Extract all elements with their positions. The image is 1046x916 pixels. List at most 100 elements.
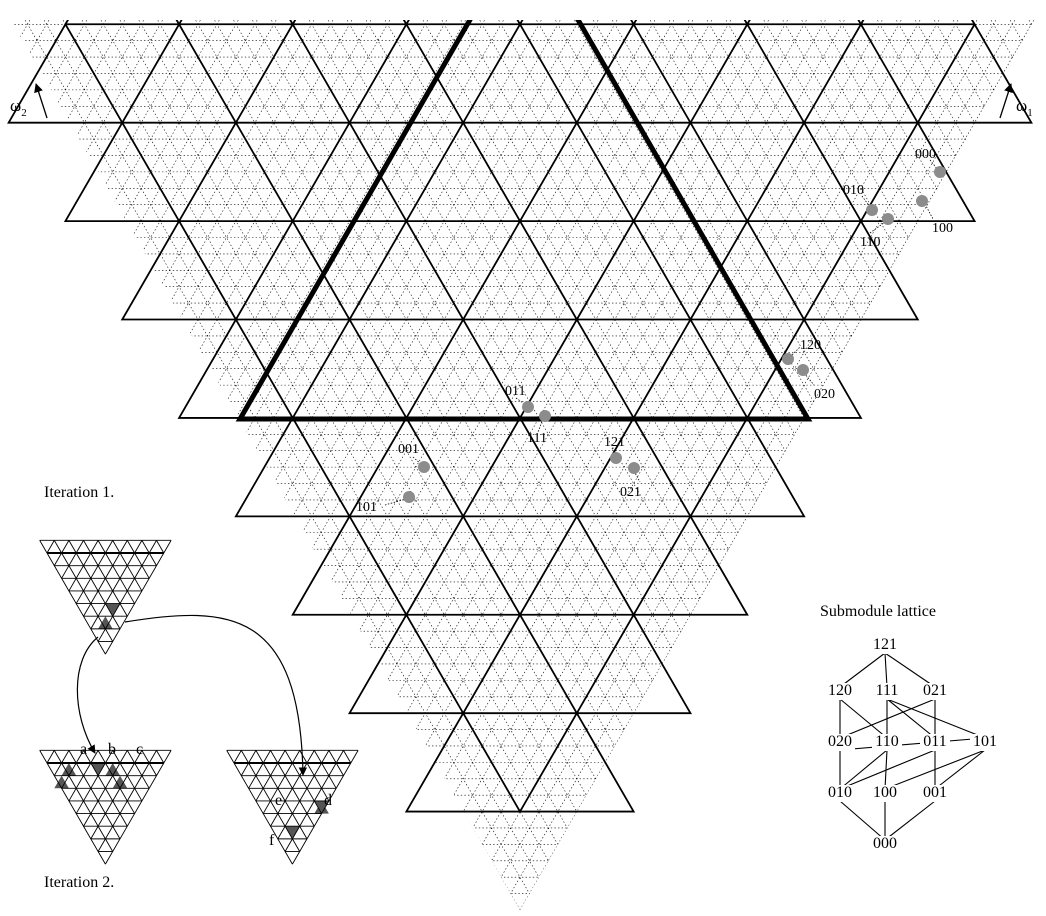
axis-omega1: ω1 [999, 83, 1033, 119]
fine-grid-line [291, 18, 824, 910]
fine-grid-line [10, 18, 105, 910]
mini-triangle [39, 539, 172, 655]
lattice-edge-111-101 [886, 698, 986, 739]
mini-grid-line [134, 750, 143, 764]
fine-grid-line [878, 18, 1036, 910]
coarse-triangle [916, 22, 1033, 124]
letter-b: b [108, 741, 116, 758]
mini-grid-line [90, 552, 135, 630]
weight-dot-110 [882, 213, 894, 225]
fine-grid-line [368, 18, 900, 910]
mini-grid-line [233, 750, 242, 764]
fine-grid-line [1031, 18, 1036, 910]
fine-grid-line [519, 18, 1036, 910]
mini-grid-line [248, 750, 257, 764]
fine-grid-line [197, 18, 730, 910]
fine-grid-line [10, 18, 29, 910]
mini-grid-line [119, 762, 143, 802]
weight-label-010: 010 [843, 183, 864, 198]
lattice-edge-111-011 [886, 698, 936, 739]
fine-grid-line [557, 18, 1036, 910]
coarse-triangle [404, 0, 522, 26]
letter-e: e [275, 792, 282, 809]
mini-grid-line [39, 540, 48, 554]
mini-grid-line [284, 750, 293, 764]
coarse-triangle [234, 219, 352, 321]
fine-grid-line [26, 18, 559, 910]
mini-grid-line [112, 750, 121, 764]
mini-grid-line [248, 762, 264, 789]
mini-grid-line [53, 762, 62, 776]
fine-grid-line [254, 18, 787, 910]
lattice-node-101: 101 [973, 733, 997, 750]
weight-dot-111 [539, 410, 551, 422]
fine-grid-line [253, 18, 786, 910]
coarse-triangle [234, 416, 352, 518]
iteration1-caption: Iteration 1. [44, 484, 114, 501]
fine-grid-line [728, 18, 1036, 910]
mini-grid-line [226, 750, 235, 764]
mini-grid-line [148, 750, 157, 764]
letter-d: d [324, 792, 332, 809]
axis-omega2: ω2 [10, 83, 48, 119]
fine-grid-line [916, 18, 1036, 910]
fine-grid-line [784, 18, 1036, 910]
mini-grid-line [148, 762, 157, 776]
fine-grid-line [10, 18, 48, 910]
lattice-edge-121-120 [839, 652, 886, 688]
mini-grid-line [313, 750, 322, 764]
weight-dot-120 [782, 353, 794, 365]
weight-leader-110 [869, 221, 886, 234]
fine-grid-line [10, 18, 522, 910]
fine-grid-line [102, 18, 634, 910]
mini-grid-line [233, 762, 293, 865]
fine-grid-line [879, 18, 1036, 910]
mini-triangle [226, 749, 359, 865]
weight-dot-001 [418, 461, 430, 473]
coarse-triangle [347, 22, 465, 124]
shaded-cell [105, 603, 120, 617]
fine-grid-line [727, 18, 1036, 910]
shaded-cell [90, 763, 106, 776]
fine-grid-line [10, 18, 161, 910]
mini-grid-line [277, 750, 286, 764]
lattice-node-100: 100 [873, 784, 897, 801]
lattice-node-bg-020 [825, 734, 855, 751]
fine-grid-line [690, 18, 1036, 910]
fine-grid-line [860, 18, 1036, 910]
weight-label-020: 020 [814, 387, 835, 402]
weight-label-000: 000 [915, 147, 936, 162]
fine-grid-line [272, 18, 805, 910]
lattice-edge-011-010 [839, 749, 936, 790]
fine-grid-line [954, 18, 1036, 910]
omega1-label: ω1 [1016, 96, 1033, 119]
mini-grid-line [53, 540, 62, 554]
mini-grid-line [321, 750, 330, 764]
lattice-node-bg-120 [825, 683, 855, 700]
fine-grid-line [10, 18, 104, 910]
mini-grid-line [328, 750, 337, 764]
mini-grid-line [240, 750, 249, 764]
lattice-edge-021-020 [839, 698, 936, 739]
coarse-triangle [347, 416, 465, 518]
fine-grid-line [386, 18, 918, 910]
weight-dot-000 [934, 166, 946, 178]
fine-grid-line [651, 18, 1036, 910]
weight-dot-011 [522, 401, 534, 413]
fine-grid-line [10, 18, 275, 910]
fine-grid-line [10, 18, 275, 910]
lattice-edge-020-101 [839, 737, 986, 751]
lattice-edge-110-100 [884, 749, 888, 790]
fine-grid-line [10, 18, 521, 910]
fine-grid-line [973, 18, 1036, 910]
coarse-triangle [632, 317, 749, 419]
fine-grid-line [10, 18, 67, 910]
coarse-triangle [461, 612, 579, 715]
mini-grid-line [83, 552, 121, 617]
lattice-node-110: 110 [875, 733, 898, 750]
coarse-triangle [802, 22, 920, 124]
mini-grid-line [75, 540, 84, 554]
fine-grid-line [405, 18, 937, 910]
lattice-edges [839, 652, 986, 841]
